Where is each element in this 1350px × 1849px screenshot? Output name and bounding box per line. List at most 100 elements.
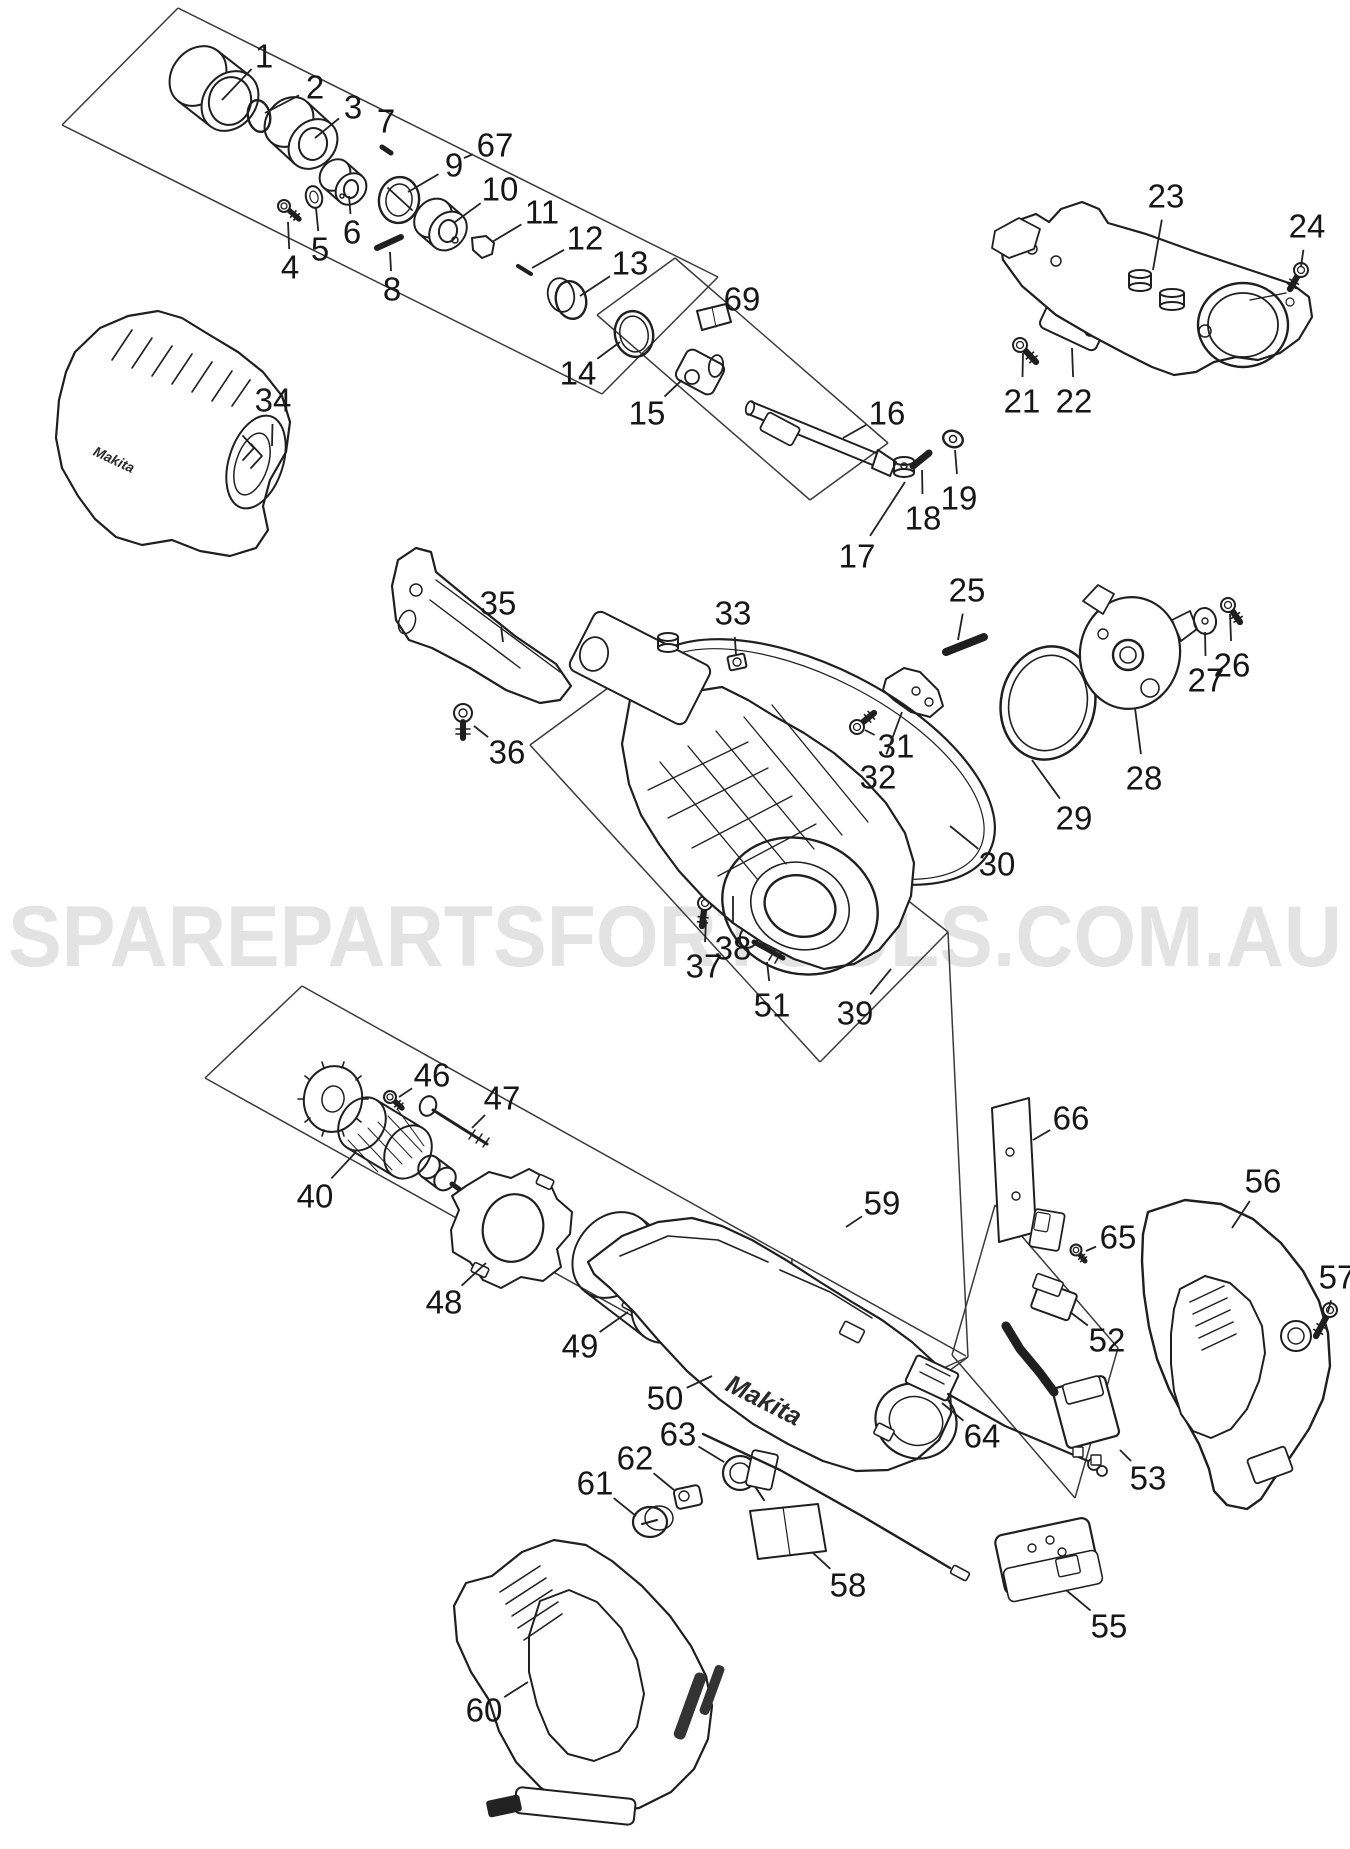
leader-line-9 bbox=[407, 173, 439, 193]
part-label-29: 29 bbox=[1056, 800, 1093, 837]
part-label-66: 66 bbox=[1053, 1100, 1090, 1137]
part-label-32: 32 bbox=[860, 759, 897, 796]
part-label-30: 30 bbox=[979, 846, 1016, 883]
leader-line-55 bbox=[1065, 1589, 1092, 1612]
leader-line-28 bbox=[1134, 707, 1142, 755]
part-label-16: 16 bbox=[869, 395, 906, 432]
leader-line-3 bbox=[314, 117, 340, 139]
part-shapes-layer bbox=[54, 45, 1338, 1826]
leader-line-17 bbox=[869, 481, 906, 537]
leader-line-57 bbox=[1327, 1300, 1332, 1313]
leader-line-37 bbox=[704, 919, 707, 943]
part-label-12: 12 bbox=[567, 220, 604, 257]
part-label-57: 57 bbox=[1319, 1259, 1350, 1296]
leader-line-16 bbox=[842, 424, 867, 439]
leader-line-4 bbox=[287, 221, 291, 250]
leader-line-40 bbox=[330, 1151, 357, 1180]
part-label-53: 53 bbox=[1130, 1460, 1167, 1497]
leader-line-10 bbox=[454, 202, 482, 223]
leader-line-5 bbox=[315, 207, 320, 232]
leader-line-25 bbox=[957, 613, 964, 641]
part-label-55: 55 bbox=[1091, 1608, 1128, 1645]
part-label-62: 62 bbox=[617, 1440, 654, 1477]
part-label-19: 19 bbox=[941, 480, 978, 517]
leader-line-39 bbox=[869, 968, 892, 995]
part-label-38: 38 bbox=[715, 930, 752, 967]
part-label-33: 33 bbox=[715, 595, 752, 632]
part-label-26: 26 bbox=[1214, 647, 1251, 684]
leader-line-21 bbox=[1021, 352, 1024, 378]
part-label-51: 51 bbox=[754, 987, 791, 1024]
part-label-1: 1 bbox=[255, 38, 273, 75]
leader-line-12 bbox=[531, 249, 565, 269]
part-label-23: 23 bbox=[1148, 178, 1185, 215]
part-label-11: 11 bbox=[525, 194, 559, 231]
part-label-34: 34 bbox=[255, 382, 292, 419]
part-label-2: 2 bbox=[306, 69, 324, 106]
leader-line-48 bbox=[460, 1262, 487, 1287]
part-label-50: 50 bbox=[647, 1380, 684, 1417]
part-label-7: 7 bbox=[377, 103, 395, 140]
part-label-31: 31 bbox=[878, 728, 915, 765]
part-label-36: 36 bbox=[489, 734, 526, 771]
watermark-text: SPAREPARTSFORTOOLS.COM.AU bbox=[8, 889, 1342, 985]
leader-line-24 bbox=[1300, 249, 1305, 267]
part-label-9: 9 bbox=[445, 147, 463, 184]
part-label-64: 64 bbox=[964, 1418, 1001, 1455]
part-label-10: 10 bbox=[482, 171, 519, 208]
part-label-39: 39 bbox=[837, 995, 874, 1032]
part-label-18: 18 bbox=[905, 500, 942, 537]
part-label-5: 5 bbox=[311, 231, 329, 268]
part-label-60: 60 bbox=[466, 1692, 503, 1729]
part-label-6: 6 bbox=[343, 214, 361, 251]
part-label-67: 67 bbox=[477, 127, 514, 164]
part-label-58: 58 bbox=[830, 1567, 867, 1604]
watermark-layer: SPAREPARTSFORTOOLS.COM.AU bbox=[8, 889, 1342, 985]
part-label-37: 37 bbox=[686, 948, 723, 985]
leader-line-66 bbox=[1032, 1129, 1051, 1141]
part-label-3: 3 bbox=[344, 89, 362, 126]
leader-line-13 bbox=[579, 275, 611, 297]
leader-line-59 bbox=[845, 1215, 863, 1228]
part-label-46: 46 bbox=[414, 1057, 451, 1094]
leader-line-53 bbox=[1119, 1449, 1132, 1462]
leader-line-27 bbox=[1204, 631, 1207, 657]
leader-line-36 bbox=[473, 725, 489, 738]
leader-line-35 bbox=[500, 626, 504, 643]
part-label-52: 52 bbox=[1089, 1322, 1126, 1359]
part-label-48: 48 bbox=[426, 1284, 463, 1321]
leader-line-62 bbox=[652, 1472, 675, 1491]
leader-line-60 bbox=[503, 1681, 529, 1698]
leader-line-64 bbox=[941, 1402, 965, 1422]
part-label-27: 27 bbox=[1188, 662, 1225, 699]
leader-line-63 bbox=[698, 1445, 725, 1463]
leader-line-14 bbox=[596, 341, 621, 360]
part-label-59: 59 bbox=[864, 1185, 901, 1222]
part-label-69: 69 bbox=[724, 281, 761, 318]
leader-line-47 bbox=[471, 1114, 486, 1129]
leader-line-58 bbox=[811, 1551, 831, 1570]
leader-line-26 bbox=[1229, 613, 1232, 642]
leader-line-30 bbox=[949, 825, 979, 850]
leader-line-11 bbox=[491, 223, 522, 243]
leader-line-61 bbox=[613, 1497, 637, 1517]
part-label-24: 24 bbox=[1289, 208, 1326, 245]
leader-line-49 bbox=[599, 1311, 629, 1333]
part-label-40: 40 bbox=[297, 1178, 334, 1215]
leader-line-33 bbox=[733, 636, 737, 655]
leader-line-2 bbox=[264, 94, 300, 114]
leader-line-1 bbox=[221, 68, 253, 101]
leader-line-6 bbox=[348, 195, 352, 215]
part-label-63: 63 bbox=[660, 1416, 697, 1453]
part-label-22: 22 bbox=[1056, 383, 1093, 420]
part-label-13: 13 bbox=[612, 245, 649, 282]
leader-line-67 bbox=[463, 153, 474, 159]
leader-line-15 bbox=[663, 379, 683, 398]
leader-line-50 bbox=[686, 1375, 713, 1389]
part-label-49: 49 bbox=[562, 1328, 599, 1365]
leader-line-19 bbox=[954, 449, 958, 475]
leader-line-46 bbox=[398, 1087, 413, 1098]
leader-line-32 bbox=[885, 711, 903, 755]
